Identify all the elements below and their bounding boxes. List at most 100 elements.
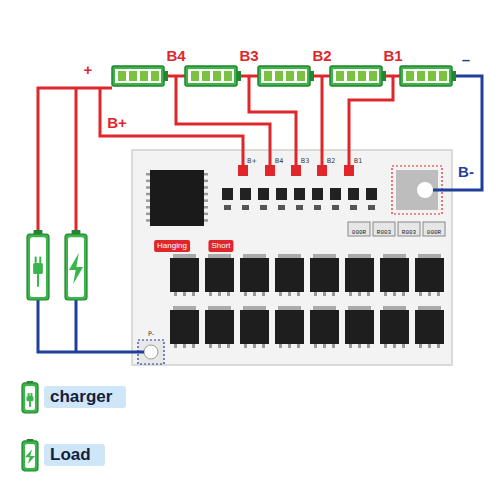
mosfet <box>275 258 304 292</box>
charge-bar <box>406 71 414 81</box>
mosfet-leg <box>393 344 396 348</box>
charge-bar <box>439 71 447 81</box>
mosfet-leg <box>437 292 440 296</box>
legend-label: charger <box>44 386 126 409</box>
shunt-resistor <box>423 222 445 236</box>
cell-body <box>112 66 164 86</box>
text-holder: 000R <box>352 220 366 238</box>
battery-cell <box>330 66 386 86</box>
red-wire <box>100 88 243 166</box>
tap-name: B4 <box>166 48 185 63</box>
text-holder: Short <box>208 234 233 252</box>
resistor-code: R003 <box>377 230 391 236</box>
cell-body <box>400 66 452 86</box>
icon-nub <box>72 230 81 234</box>
plug-head <box>26 396 33 401</box>
resistor-code: 000R <box>427 230 441 236</box>
tap-name: B+ <box>107 115 127 130</box>
mosfet-leg <box>174 344 177 348</box>
resistor-code: R003 <box>402 230 416 236</box>
mosfet-leg <box>227 292 230 296</box>
text-holder: B2 <box>327 149 336 167</box>
smd-part <box>314 205 321 210</box>
smd-part <box>296 205 303 210</box>
ic-pin <box>146 199 150 202</box>
red-wire <box>176 76 270 166</box>
mosfet <box>205 258 234 292</box>
mosfet <box>415 310 444 344</box>
ic-pin <box>204 180 208 183</box>
bolt-symbol <box>25 450 35 464</box>
mosfet-leg <box>192 344 195 348</box>
charge-bar <box>151 71 159 81</box>
mosfet-leg <box>437 344 440 348</box>
mosfet-leg <box>402 292 405 296</box>
smd-part <box>366 188 377 200</box>
charge-bar <box>140 71 148 81</box>
battery-cell <box>258 66 314 86</box>
legend-icon <box>20 438 40 472</box>
charge-bar <box>224 71 232 81</box>
mosfet-leg <box>393 292 396 296</box>
text-holder: B4 <box>275 149 284 167</box>
smd-part <box>258 188 269 200</box>
load-icon <box>22 439 38 471</box>
cell-body <box>185 66 237 86</box>
mosfet-leg <box>384 344 387 348</box>
mosfet <box>170 310 199 344</box>
ic-pin <box>146 180 150 183</box>
label-holder: B+ <box>107 114 127 132</box>
smd-part <box>242 205 249 210</box>
icon-body <box>65 234 87 300</box>
cell-nub <box>164 71 168 81</box>
pad-tag: Short <box>208 240 233 252</box>
silkscreen-text: P- <box>148 331 154 338</box>
legend-entry: Load <box>20 438 105 472</box>
smd-part <box>332 205 339 210</box>
mosfet-leg <box>349 292 352 296</box>
legend-label: Load <box>44 444 105 467</box>
label-holder: – <box>462 51 470 69</box>
cell-window <box>403 69 449 83</box>
mosfet-leg <box>183 344 186 348</box>
smd-part <box>278 205 285 210</box>
shunt-resistor <box>373 222 395 236</box>
charge-bar <box>264 71 272 81</box>
silkscreen-text: B1 <box>354 158 363 165</box>
mosfet-leg <box>323 344 326 348</box>
mosfet-leg <box>288 344 291 348</box>
text-holder: B+ <box>247 149 257 167</box>
cell-body <box>330 66 382 86</box>
mosfet-leg <box>279 292 282 296</box>
smd-part <box>260 205 267 210</box>
charger-icon <box>22 381 38 413</box>
smd-part <box>294 188 305 200</box>
mosfet <box>345 258 374 292</box>
charge-bar <box>191 71 199 81</box>
cell-window <box>333 69 379 83</box>
red-wire <box>168 75 185 78</box>
red-wire <box>386 75 400 78</box>
battery-cell <box>400 66 456 86</box>
minus-terminal: – <box>462 52 470 67</box>
ic-pin <box>146 186 150 189</box>
text-holder: B3 <box>301 149 310 167</box>
mosfet-leg <box>244 344 247 348</box>
red-wire <box>75 88 78 230</box>
balance-pad <box>238 165 248 176</box>
ic-chip <box>150 170 204 226</box>
cell-nub <box>310 71 314 81</box>
label-holder: + <box>84 61 93 79</box>
mosfet <box>205 310 234 344</box>
balance-pad <box>317 165 327 176</box>
smd-part <box>350 205 357 210</box>
mosfet-leg <box>323 292 326 296</box>
mosfet-leg <box>314 344 317 348</box>
mosfet-leg <box>419 292 422 296</box>
charge-bar <box>358 71 366 81</box>
ic-pin <box>204 213 208 216</box>
mosfet-leg <box>279 344 282 348</box>
mosfet-leg <box>367 344 370 348</box>
plug-cord <box>37 274 39 287</box>
